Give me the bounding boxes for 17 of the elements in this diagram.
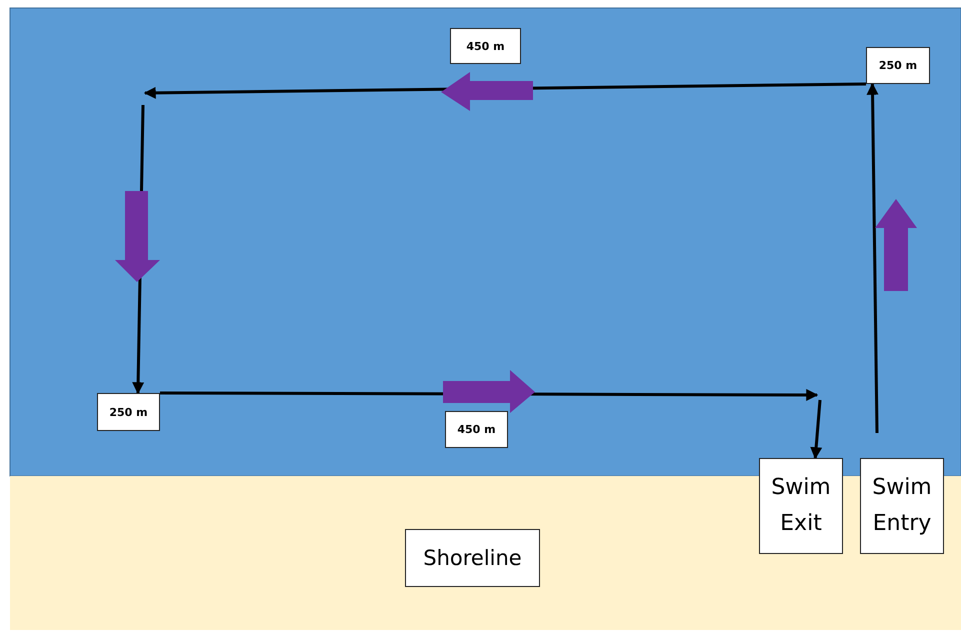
distance-label	[445, 411, 508, 448]
box-text: Swim Entry	[871, 474, 933, 538]
shoreline-box	[405, 529, 540, 587]
arrow	[810, 400, 822, 460]
box-text: Swim Exit	[770, 474, 832, 538]
box-text: 450 m	[466, 40, 505, 52]
box-text: 250 m	[878, 59, 918, 72]
box-text: 250 m	[109, 406, 148, 418]
box-text: 450 m	[457, 423, 496, 436]
distance-label	[450, 28, 521, 64]
distance-label	[97, 393, 160, 431]
arrow	[866, 82, 879, 434]
exit-box	[759, 458, 843, 554]
distance-label	[866, 47, 930, 84]
box-text: Shoreline	[423, 546, 522, 570]
entry-box	[860, 458, 944, 554]
arrow	[144, 82, 866, 99]
